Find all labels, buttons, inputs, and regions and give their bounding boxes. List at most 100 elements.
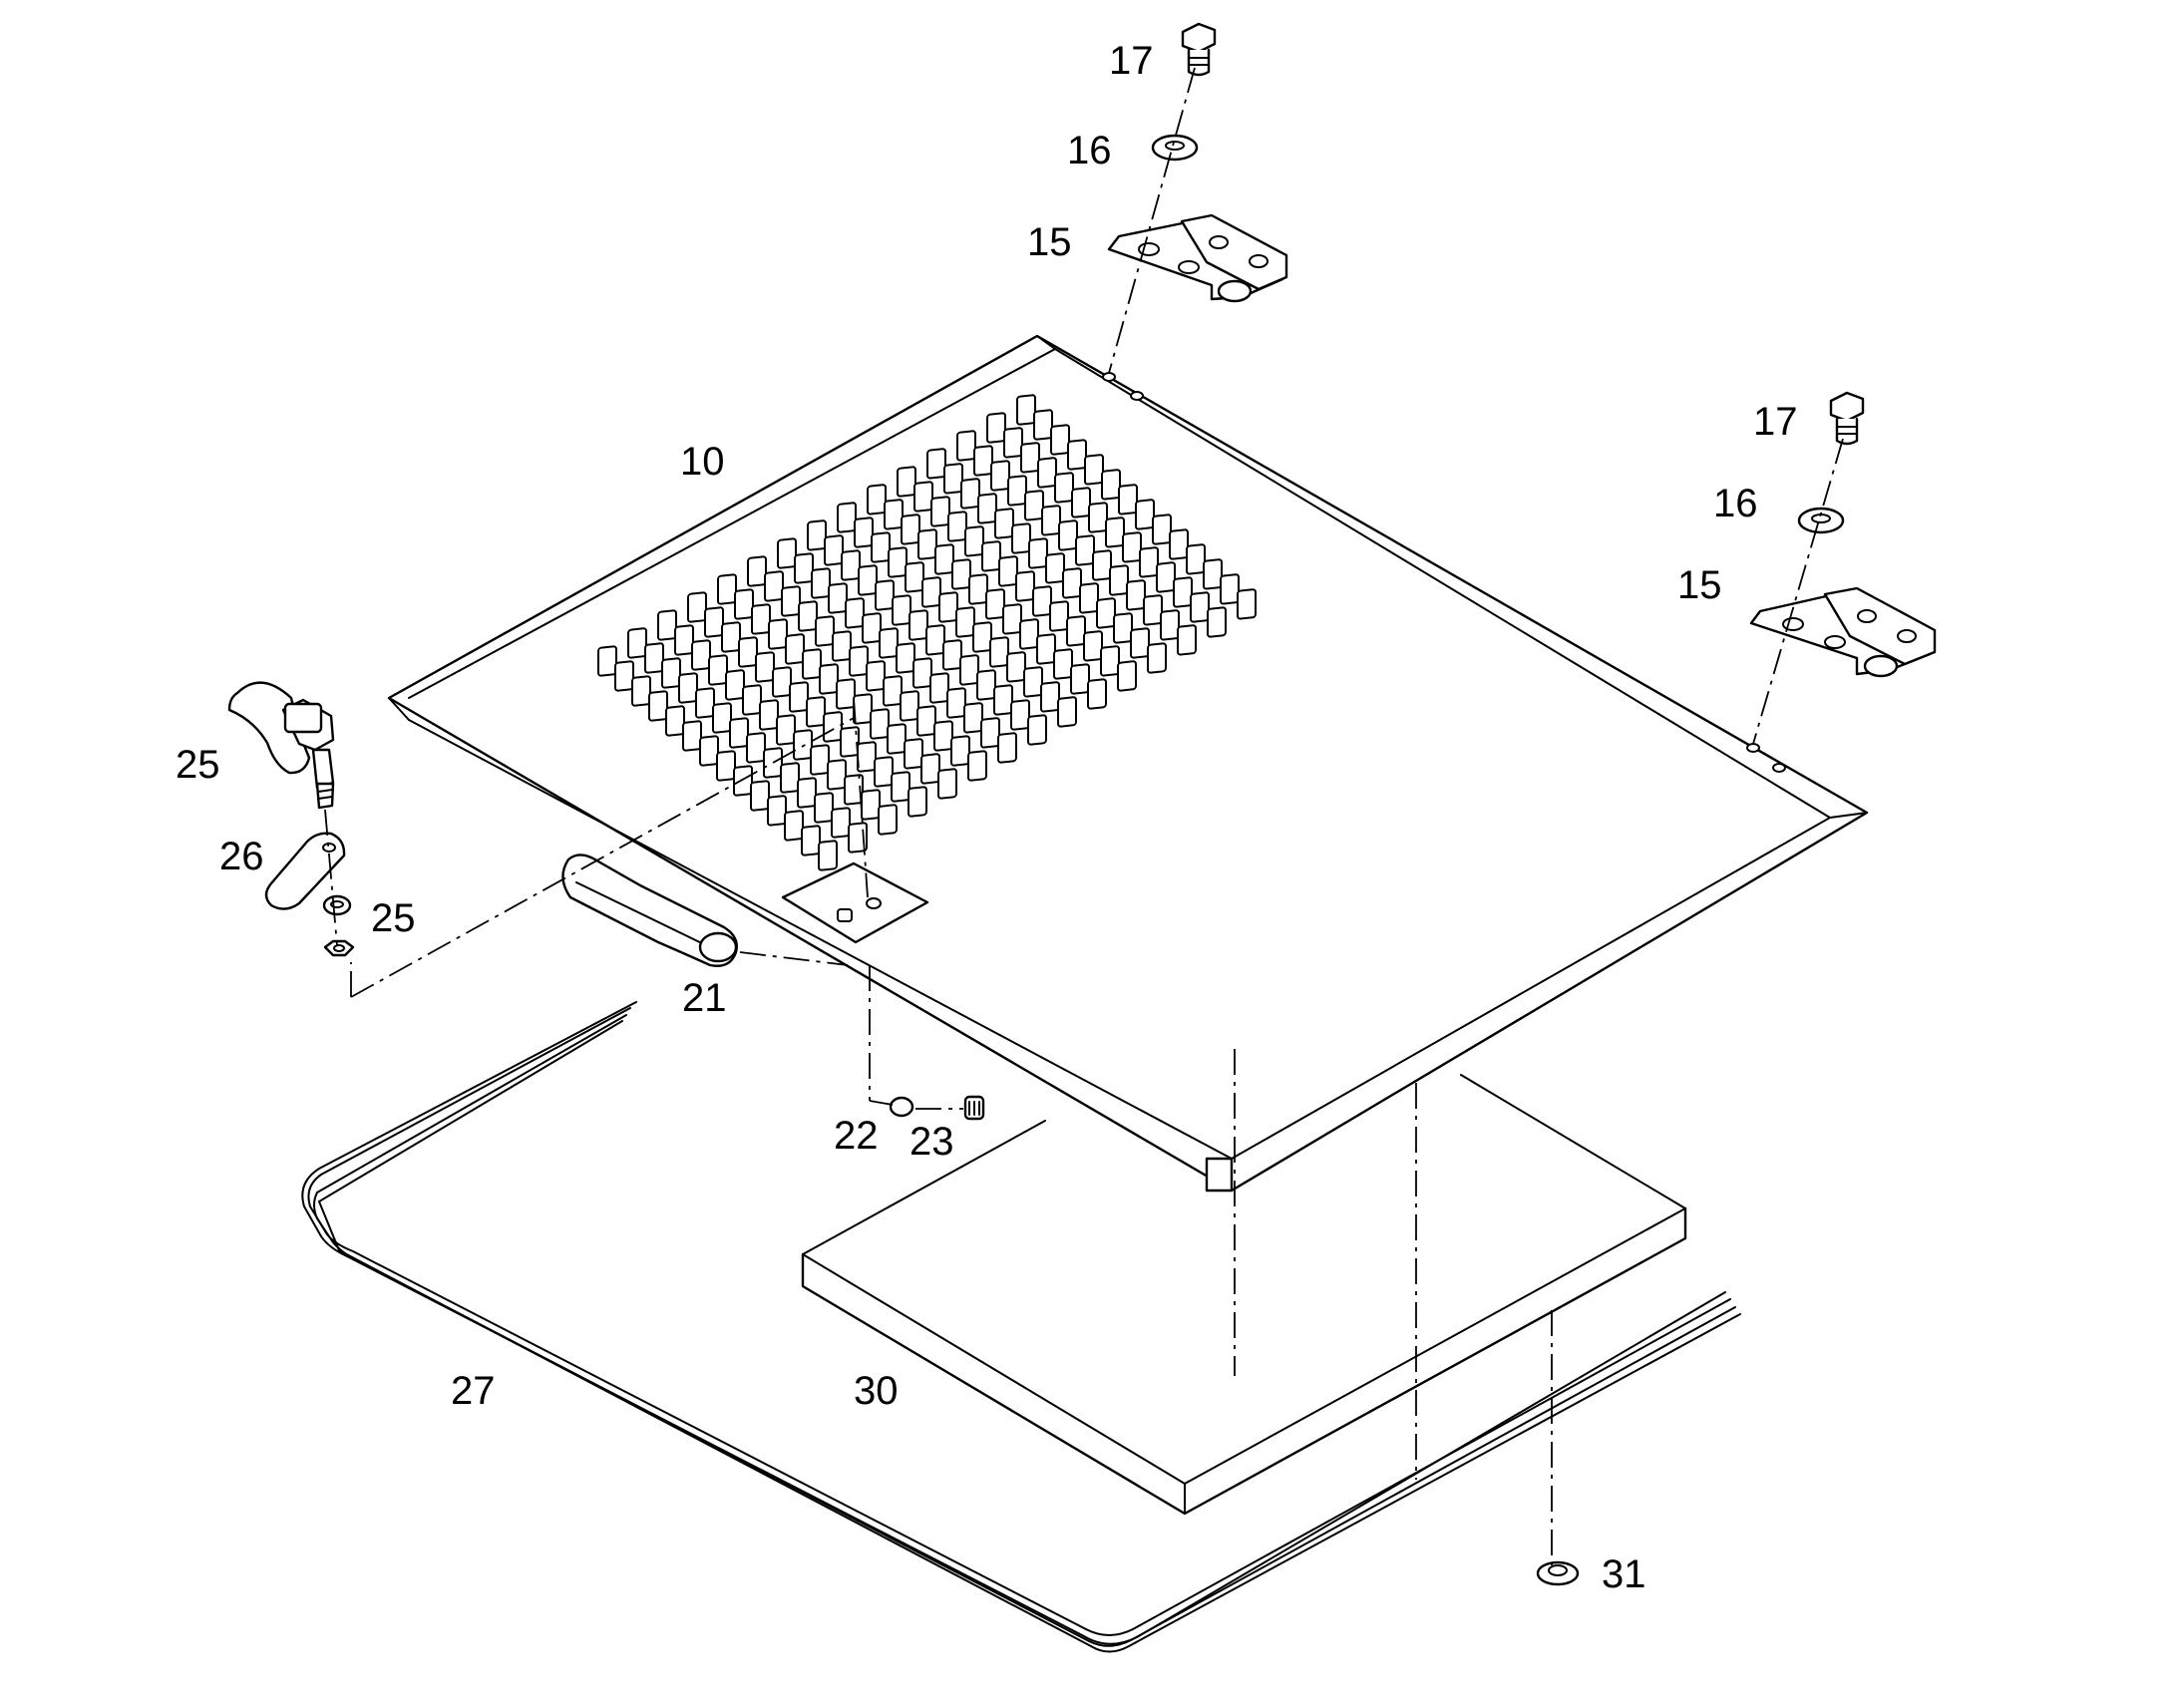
ventilation-slot: [884, 499, 904, 530]
ventilation-slot: [955, 606, 975, 638]
ventilation-slot: [1147, 642, 1167, 674]
ventilation-slot: [631, 675, 651, 707]
ventilation-slot: [716, 750, 736, 782]
ventilation-slot: [738, 636, 758, 668]
ventilation-slot: [823, 711, 843, 743]
ventilation-slot: [780, 762, 800, 794]
hinge-15-lower: [1749, 586, 1937, 678]
ventilation-slot: [827, 759, 847, 791]
ventilation-slot: [993, 684, 1013, 716]
ventilation-slot: [815, 615, 835, 647]
callout-25-washer: 25: [371, 896, 416, 940]
washer-16-lower: [1797, 507, 1845, 534]
ventilation-slot: [1105, 516, 1125, 548]
ventilation-slot: [807, 519, 827, 551]
ventilation-slot: [1006, 651, 1026, 683]
ventilation-slot: [1083, 630, 1103, 662]
ventilation-slot: [1101, 469, 1121, 501]
ventilation-slot: [798, 600, 818, 632]
ventilation-slot: [810, 744, 830, 776]
hinge-hole: [1772, 763, 1786, 773]
ventilation-slot: [981, 540, 1001, 572]
ventilation-slot: [980, 717, 1000, 749]
ventilation-slot: [1003, 427, 1023, 459]
ventilation-slot: [781, 585, 801, 617]
latch-25: [227, 681, 335, 810]
ventilation-slot: [814, 792, 834, 824]
ventilation-slot: [1071, 487, 1091, 518]
ventilation-slot: [1117, 660, 1137, 692]
ventilation-slot: [1019, 618, 1039, 650]
cover-plate-10: [387, 334, 1869, 1193]
ventilation-slot: [837, 502, 857, 533]
callout-10: 10: [680, 440, 725, 484]
ventilation-slot: [759, 699, 779, 731]
ventilation-slot: [831, 807, 851, 839]
ventilation-slot: [862, 612, 882, 644]
ventilation-slot: [947, 511, 967, 542]
latch-cam-26: [264, 832, 346, 910]
assembly-lines: [324, 67, 1844, 1565]
callout-labels: 17 16 15 17 16 15 10 25 26 25 21 22 23 2…: [176, 39, 1798, 1596]
ventilation-slot: [725, 669, 745, 701]
ventilation-slot: [1088, 502, 1108, 533]
ventilation-slot: [1186, 543, 1206, 575]
ventilation-slot: [956, 430, 976, 462]
ventilation-slot: [1032, 585, 1052, 617]
ventilation-slot: [1067, 439, 1087, 471]
ventilation-slot: [841, 549, 861, 581]
ventilation-slot: [1027, 714, 1047, 746]
ventilation-slot: [734, 588, 754, 620]
ventilation-slot: [933, 720, 953, 752]
ventilation-slot: [960, 478, 980, 510]
ventilation-slot: [921, 576, 941, 608]
ventilation-slot: [832, 630, 852, 662]
ventilation-slot: [682, 720, 702, 752]
ventilation-slot: [721, 621, 741, 653]
hinge-15-upper: [1107, 213, 1288, 303]
screw-23: [963, 1095, 985, 1121]
ventilation-slot: [897, 466, 916, 498]
ventilation-slot: [1109, 564, 1129, 596]
ventilation-slot: [870, 708, 890, 740]
ventilation-slot: [874, 756, 894, 788]
ventilation-slot: [908, 609, 928, 641]
ventilation-slot: [997, 732, 1017, 764]
callout-17-upper: 17: [1109, 39, 1154, 83]
ventilation-slot: [912, 657, 932, 689]
ventilation-slot: [614, 660, 634, 692]
ventilation-slot: [1237, 588, 1257, 620]
ventilation-slot: [844, 774, 864, 806]
ventilation-slot: [951, 558, 971, 590]
ventilation-slot: [1040, 681, 1060, 713]
ventilation-slot: [824, 534, 844, 566]
ventilation-slot: [828, 582, 848, 614]
ventilation-slot: [967, 750, 987, 782]
ventilation-slot: [801, 825, 821, 856]
ventilation-slot: [772, 666, 792, 698]
ventilation-slot: [854, 516, 874, 548]
bolt-17-upper: [1181, 22, 1217, 77]
ventilation-slot: [858, 564, 878, 596]
ventilation-slot: [691, 639, 711, 671]
ventilation-slot: [883, 675, 903, 707]
ventilation-slot: [916, 705, 936, 737]
ventilation-slot: [750, 780, 770, 812]
ventilation-slot: [819, 663, 839, 695]
ventilation-slot: [1122, 531, 1142, 563]
ventilation-slot: [990, 460, 1010, 492]
ventilation-slot: [861, 789, 881, 821]
ventilation-slot: [1020, 442, 1040, 474]
ventilation-slot: [597, 645, 617, 677]
ventilation-slot: [1173, 576, 1193, 608]
ventilation-slot: [627, 627, 647, 659]
ventilation-slot: [925, 624, 945, 656]
ventilation-slot: [674, 624, 694, 656]
ventilation-slot: [806, 696, 826, 728]
ventilation-slot: [977, 493, 997, 524]
ventilation-slot: [976, 669, 996, 701]
ventilation-slot: [1087, 678, 1107, 710]
ventilation-slot: [742, 684, 762, 716]
ventilation-slot: [1100, 645, 1120, 677]
